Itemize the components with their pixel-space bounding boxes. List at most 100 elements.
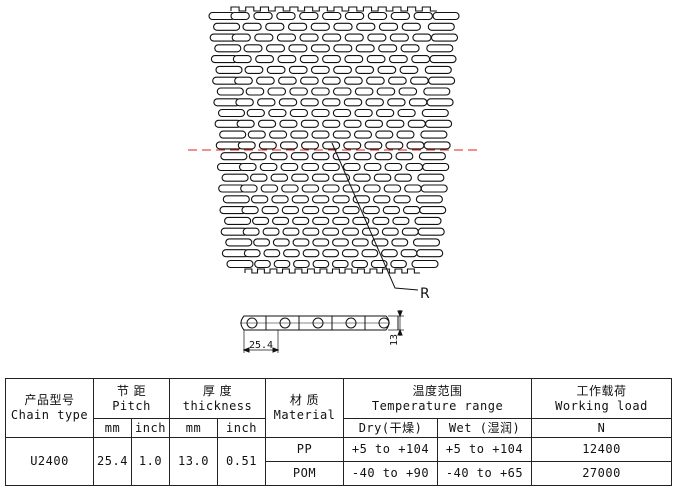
module-link (283, 249, 300, 258)
cell-pp-dry: +5 to +104 (343, 437, 438, 462)
module-link (344, 76, 363, 85)
cell-pp-load: 12400 (531, 437, 673, 462)
load-unit: N (531, 418, 673, 438)
module-link (266, 65, 286, 74)
module-link (301, 206, 320, 215)
module-link (364, 119, 384, 128)
belt-row (214, 119, 453, 128)
module-link (299, 55, 319, 64)
belt-row (219, 130, 448, 139)
module-link (394, 173, 412, 182)
module-link (231, 33, 251, 42)
module-link (322, 98, 341, 107)
header-chain-type: 产品型号 Chain type (5, 378, 94, 438)
module-link (387, 98, 406, 107)
module-link (257, 98, 276, 107)
cell-pp-wet: +5 to +104 (436, 437, 533, 462)
edge-link (213, 22, 241, 31)
module-link (373, 173, 392, 182)
module-link (312, 216, 330, 225)
module-link (311, 130, 330, 139)
thickness-dimension-label: 13 (389, 334, 400, 346)
module-link (292, 238, 310, 247)
module-link (399, 65, 419, 74)
belt-row (221, 249, 444, 258)
module-link (273, 259, 291, 269)
edge-link (418, 152, 446, 161)
edge-link (222, 195, 250, 204)
module-link (241, 206, 259, 215)
belt-row (213, 98, 454, 107)
module-link (322, 249, 340, 258)
module-link (343, 119, 362, 128)
module-link (288, 65, 308, 74)
module-link (253, 238, 271, 247)
belt-row (216, 162, 450, 172)
edge-link (429, 55, 457, 64)
belt-row (216, 87, 451, 96)
pitch-dimension-label: 25.4 (249, 340, 273, 351)
module-link (322, 141, 341, 150)
module-link (390, 11, 411, 21)
module-link (240, 184, 258, 193)
module-link (291, 173, 309, 182)
edge-link (423, 87, 451, 96)
module-link (367, 33, 387, 42)
edge-link (426, 98, 454, 107)
module-link (382, 206, 401, 215)
module-link (332, 130, 351, 139)
module-link (406, 141, 425, 150)
module-link (301, 141, 320, 150)
module-link (289, 108, 309, 118)
module-link (234, 76, 253, 85)
module-link (364, 141, 383, 150)
module-link (393, 195, 411, 204)
module-link (322, 119, 341, 128)
cell-pom-wet: -40 to +65 (436, 461, 533, 486)
module-link (412, 33, 432, 42)
module-link (279, 119, 298, 128)
module-link (281, 184, 299, 193)
module-link (332, 108, 352, 118)
module-link (354, 108, 373, 118)
edge-link (411, 259, 439, 269)
module-link (373, 195, 391, 204)
module-link (236, 119, 255, 128)
edge-link (220, 152, 248, 161)
belt-row (222, 195, 443, 204)
module-link (278, 98, 298, 107)
chain-drawing: R 25.4 13 (188, 6, 482, 353)
module-link (385, 141, 404, 150)
module-link (269, 152, 288, 161)
module-link (247, 130, 266, 139)
module-link (366, 55, 386, 64)
belt-row (218, 184, 448, 193)
module-link (344, 11, 365, 21)
module-link (322, 162, 340, 172)
cell-pitch-mm: 25.4 (93, 437, 132, 486)
module-link (401, 227, 419, 236)
edge-link (217, 108, 246, 118)
belt-row (208, 11, 460, 21)
module-link (342, 162, 361, 172)
module-link (378, 22, 399, 31)
module-link (381, 249, 398, 258)
module-link (408, 98, 428, 107)
edge-link (412, 238, 441, 247)
module-link (254, 259, 271, 269)
hinge-pin (378, 317, 390, 329)
edge-link (216, 87, 244, 96)
module-link (322, 206, 340, 215)
module-link (401, 22, 421, 31)
module-link (370, 259, 388, 269)
edge-link (430, 33, 459, 42)
module-link (268, 108, 287, 118)
module-link (270, 173, 289, 182)
module-link (253, 11, 273, 21)
module-link (353, 130, 373, 139)
module-link (237, 141, 256, 150)
module-link (332, 87, 352, 96)
module-link (332, 173, 351, 182)
module-link (322, 33, 342, 42)
module-link (262, 227, 280, 236)
